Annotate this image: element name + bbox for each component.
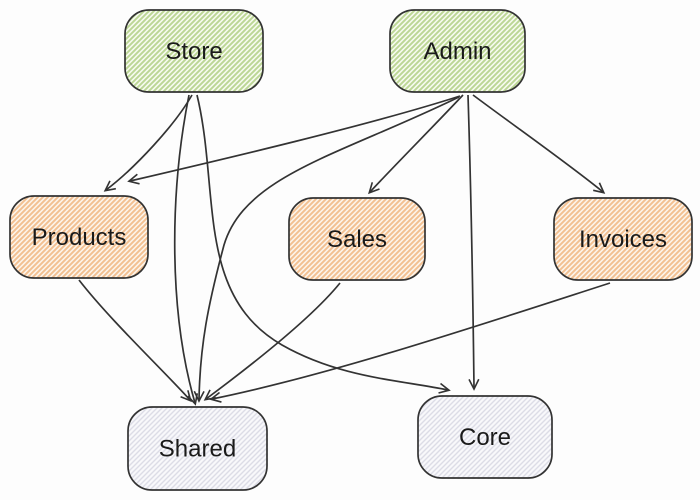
- edge-admin-invoices: [472, 94, 606, 194]
- edge-sales-shared: [203, 282, 341, 401]
- node-invoices-box: [553, 197, 693, 281]
- node-store-label: Store: [165, 38, 222, 65]
- node-sales-box: [288, 197, 426, 281]
- edge-invoices-shared: [209, 282, 611, 403]
- edge-store-core: [196, 94, 451, 394]
- node-core-box: [417, 395, 553, 479]
- edge-store-products: [103, 94, 193, 192]
- node-invoices-label: Invoices: [579, 226, 667, 253]
- node-shared: Shared: [127, 406, 268, 491]
- node-sales-label: Sales: [327, 226, 387, 253]
- edge-admin-products: [127, 95, 461, 185]
- node-store-box: [124, 9, 264, 93]
- node-core: Core: [417, 395, 553, 479]
- edge-admin-sales: [368, 94, 464, 195]
- node-admin-box: [389, 9, 526, 93]
- node-core-label: Core: [459, 424, 511, 451]
- edge-layer: [78, 94, 611, 406]
- node-invoices: Invoices: [553, 197, 693, 281]
- node-shared-box: [127, 406, 268, 491]
- node-products-label: Products: [32, 224, 127, 251]
- node-shared-label: Shared: [159, 436, 236, 463]
- node-admin-label: Admin: [423, 38, 491, 65]
- node-products: Products: [9, 195, 149, 279]
- node-products-box: [9, 195, 149, 279]
- edge-admin-core: [467, 94, 480, 391]
- node-admin: Admin: [389, 9, 526, 93]
- node-store: Store: [124, 9, 264, 93]
- edge-store-shared: [173, 94, 199, 406]
- node-sales: Sales: [288, 197, 426, 281]
- edge-products-shared: [78, 279, 192, 403]
- edge-admin-shared: [193, 96, 460, 403]
